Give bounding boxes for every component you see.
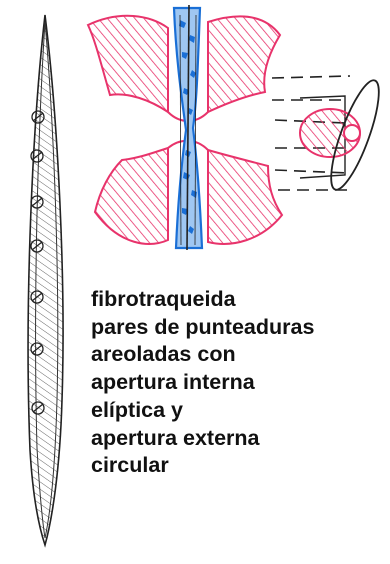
aperture-projection [272, 76, 388, 195]
caption: fibrotraqueida pares de punteaduras areo… [91, 286, 390, 480]
wall-bottom-left [95, 148, 168, 244]
caption-line-6: apertura externa [91, 425, 390, 453]
wall-top-left [88, 16, 168, 112]
wall-top-right [208, 16, 280, 112]
caption-line-3: areoladas con [91, 341, 390, 369]
caption-line-7: circular [91, 452, 390, 480]
inner-aperture [344, 125, 360, 141]
fibrotracheid-cell [28, 15, 63, 545]
caption-line-2: pares de punteaduras [91, 314, 390, 342]
pit-pair-section [88, 5, 282, 250]
caption-line-4: apertura interna [91, 369, 390, 397]
wall-bottom-right [208, 150, 282, 244]
caption-line-1: fibrotraqueida [91, 286, 390, 314]
caption-line-5: elíptica y [91, 397, 390, 425]
